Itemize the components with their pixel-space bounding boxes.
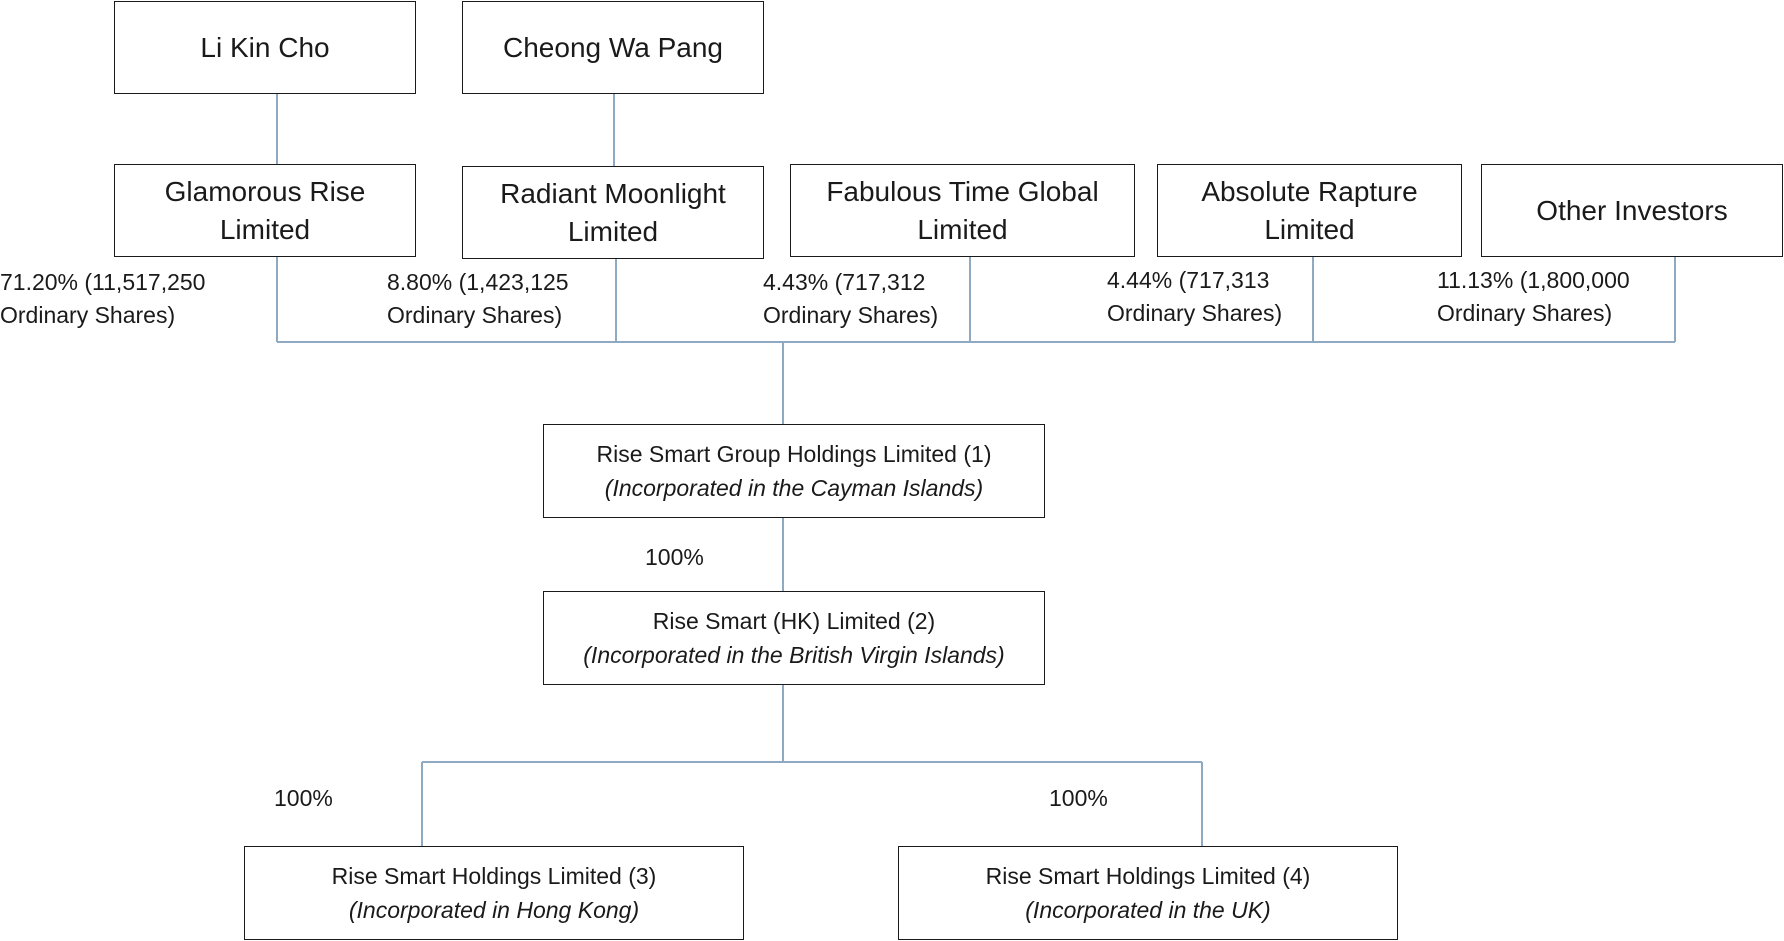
shareholding-percent: 4.44% (717,313	[1107, 267, 1270, 293]
company-incorporation: (Incorporated in the British Virgin Isla…	[583, 642, 1005, 668]
company-rise-smart-hk: Rise Smart (HK) Limited (2) (Incorporate…	[543, 591, 1045, 685]
shareholding-shares: Ordinary Shares)	[0, 302, 176, 329]
ownership-percent-hongkong-sub: 100%	[274, 785, 333, 811]
shareholding-radiant-moonlight: 8.80% (1,423,125 Ordinary Shares)	[387, 266, 569, 333]
company-rise-smart-holdings-hongkong: Rise Smart Holdings Limited (3) (Incorpo…	[244, 846, 744, 940]
shareholder-glamorous-rise: Glamorous Rise Limited	[114, 164, 416, 257]
shareholder-radiant-moonlight: Radiant Moonlight Limited	[462, 166, 764, 259]
shareholder-name: Limited	[567, 215, 659, 247]
company-name: Rise Smart (HK) Limited (2)	[652, 607, 936, 634]
shareholding-shares: Ordinary Shares)	[387, 302, 563, 329]
shareholder-name: Other Investors	[1536, 194, 1728, 226]
shareholder-other-investors: Other Investors	[1481, 164, 1783, 257]
company-name: Rise Smart Group Holdings Limited (1)	[596, 440, 992, 467]
company-name: Rise Smart Holdings Limited (4)	[985, 862, 1311, 889]
shareholding-shares: Ordinary Shares)	[763, 302, 939, 329]
ownership-percent-hk: 100%	[645, 544, 704, 570]
individual-cheong-wa-pang: Cheong Wa Pang	[462, 1, 764, 94]
ownership-percent-uk-sub: 100%	[1049, 785, 1108, 811]
shareholder-name: Absolute Rapture	[1201, 175, 1418, 207]
company-rise-smart-holdings-uk: Rise Smart Holdings Limited (4) (Incorpo…	[898, 846, 1398, 940]
shareholder-name: Limited	[917, 213, 1008, 245]
shareholder-name: Fabulous Time Global	[826, 175, 1099, 207]
shareholder-fabulous-time-global: Fabulous Time Global Limited	[790, 164, 1135, 257]
individual-name: Cheong Wa Pang	[503, 31, 723, 63]
shareholder-name: Radiant Moonlight	[500, 177, 726, 209]
company-rise-smart-group: Rise Smart Group Holdings Limited (1) (I…	[543, 424, 1045, 518]
individual-li-kin-cho: Li Kin Cho	[114, 1, 416, 94]
shareholding-percent: 4.43% (717,312	[763, 269, 926, 295]
company-incorporation: (Incorporated in the UK)	[1025, 897, 1271, 923]
company-incorporation: (Incorporated in the Cayman Islands)	[604, 475, 984, 501]
company-incorporation: (Incorporated in Hong Kong)	[348, 897, 640, 923]
shareholder-name: Limited	[1264, 213, 1355, 245]
shareholder-name: Limited	[219, 213, 311, 245]
shareholding-percent: 8.80% (1,423,125	[387, 269, 569, 295]
shareholding-absolute-rapture: 4.44% (717,313 Ordinary Shares)	[1107, 264, 1282, 331]
shareholding-percent: 11.13% (1,800,000	[1437, 267, 1630, 293]
shareholding-fabulous-time-global: 4.43% (717,312 Ordinary Shares)	[763, 266, 938, 333]
shareholding-other-investors: 11.13% (1,800,000 Ordinary Shares)	[1437, 264, 1630, 331]
shareholding-percent: 71.20% (11,517,250	[0, 269, 206, 295]
shareholding-glamorous-rise: 71.20% (11,517,250 Ordinary Shares)	[0, 266, 205, 333]
company-name: Rise Smart Holdings Limited (3)	[331, 862, 657, 889]
individual-name: Li Kin Cho	[200, 31, 330, 63]
shareholding-shares: Ordinary Shares)	[1437, 300, 1613, 327]
shareholder-absolute-rapture: Absolute Rapture Limited	[1157, 164, 1462, 257]
shareholding-shares: Ordinary Shares)	[1107, 300, 1283, 327]
shareholder-name: Glamorous Rise	[164, 175, 366, 207]
